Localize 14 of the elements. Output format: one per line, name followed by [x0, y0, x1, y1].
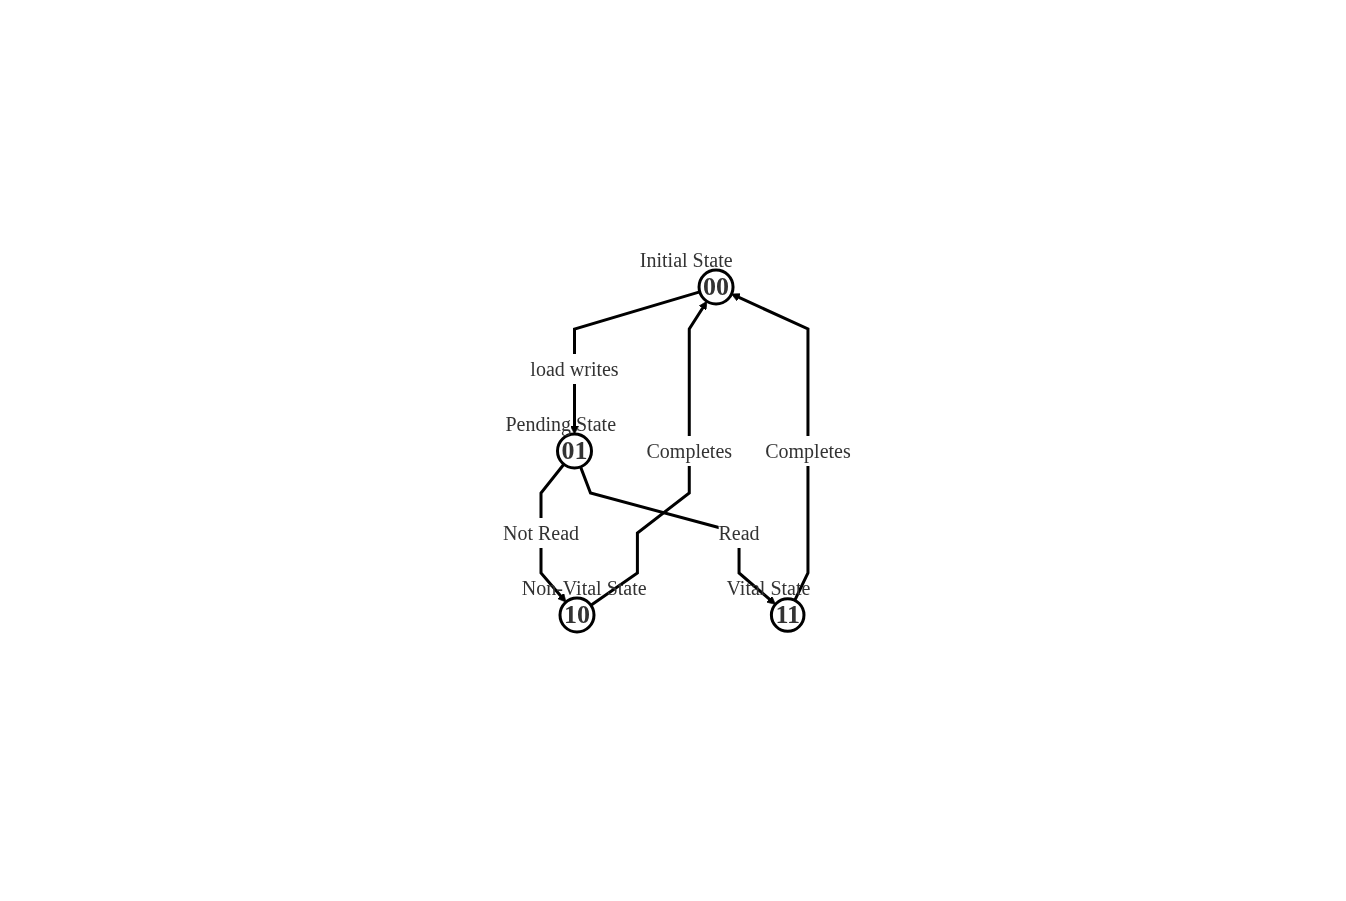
arrow — [590, 300, 708, 606]
edge-label: Read — [718, 521, 760, 544]
node-circle: 10 — [558, 596, 596, 633]
edge-label: load writes — [530, 357, 619, 380]
edge-label: Completes — [765, 439, 851, 462]
arrow — [731, 292, 810, 601]
node-label: Initial State — [639, 248, 733, 271]
node-circle: 00 — [697, 268, 735, 305]
node-circle: 11 — [770, 596, 806, 633]
edge-label: Not Read — [503, 521, 580, 544]
edge-label: Completes — [646, 439, 733, 462]
node-label: Pending State — [505, 412, 617, 435]
arrow — [579, 465, 776, 605]
arrow — [570, 289, 701, 434]
